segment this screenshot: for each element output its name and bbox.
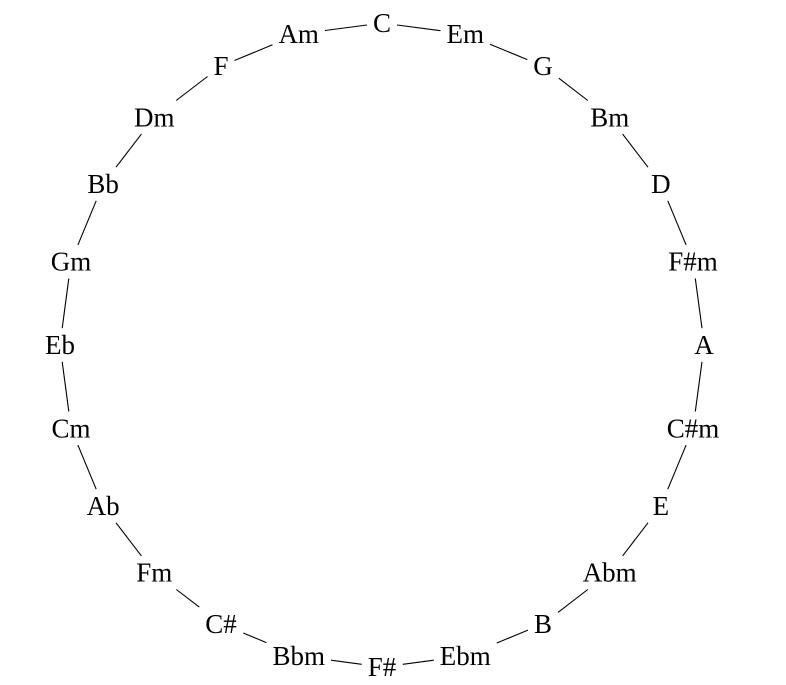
node-f-sharp: F#	[368, 652, 397, 682]
edge-22	[234, 44, 273, 62]
node-cm: Cm	[51, 413, 90, 443]
node-fm: Fm	[136, 558, 172, 588]
edge-12	[330, 659, 362, 665]
node-f-sharpm: F#m	[668, 247, 718, 277]
node-f: F	[213, 51, 228, 81]
node-eb: Eb	[45, 330, 75, 360]
edge-20	[115, 133, 142, 168]
node-a: A	[694, 330, 714, 360]
edge-19	[77, 200, 97, 246]
node-e: E	[653, 491, 670, 521]
node-abm: Abm	[583, 558, 637, 588]
edge-15	[115, 522, 142, 557]
edge-17	[61, 361, 70, 412]
node-ab: Ab	[87, 491, 120, 521]
edge-5	[694, 278, 703, 329]
edge-18	[61, 278, 70, 329]
node-bm: Bm	[590, 102, 629, 132]
edge-8	[622, 522, 649, 557]
node-am: Am	[278, 19, 319, 49]
node-c-sharpm: C#m	[667, 413, 720, 443]
node-em: Em	[447, 19, 485, 49]
node-bbm: Bbm	[272, 641, 325, 671]
node-dm: Dm	[134, 102, 175, 132]
edge-11	[402, 659, 434, 665]
edges-layer	[61, 24, 703, 665]
edge-14	[175, 589, 200, 608]
edge-7	[667, 444, 687, 490]
node-g: G	[533, 51, 553, 81]
edge-23	[324, 24, 368, 32]
node-b: B	[534, 609, 552, 639]
edge-0	[396, 24, 441, 32]
edge-2	[558, 77, 589, 101]
edge-6	[694, 361, 703, 412]
edge-3	[622, 133, 649, 168]
node-d: D	[651, 169, 671, 199]
edge-1	[489, 43, 528, 61]
edge-13	[243, 632, 267, 644]
edge-10	[496, 629, 529, 644]
node-ebm: Ebm	[440, 641, 491, 671]
edge-16	[77, 444, 97, 490]
edge-4	[667, 200, 687, 246]
node-bb: Bb	[87, 169, 119, 199]
node-gm: Gm	[51, 247, 92, 277]
edge-21	[175, 76, 208, 101]
node-c: C	[373, 8, 391, 38]
edge-9	[557, 589, 589, 613]
node-c-sharp: C#	[205, 609, 237, 639]
